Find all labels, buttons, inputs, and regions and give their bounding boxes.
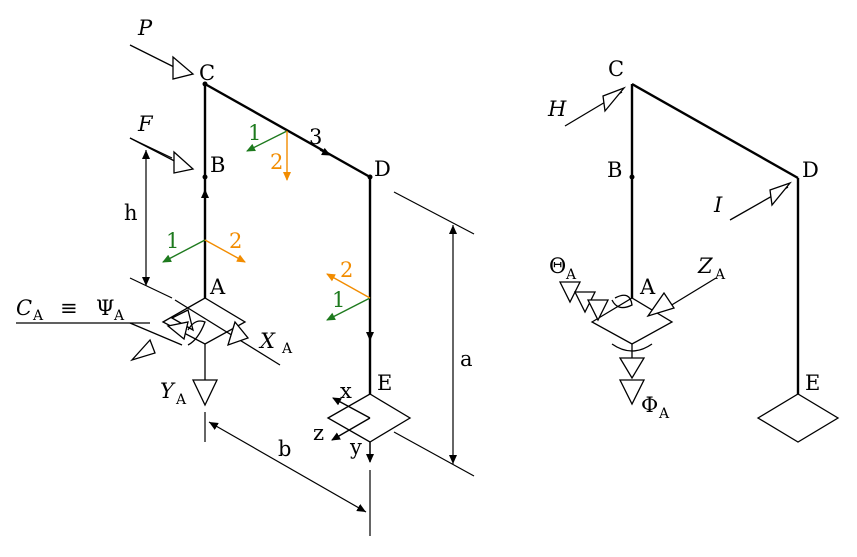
dimension-a [393,191,475,477]
point-label-e: E [805,371,820,395]
reaction-theta-subscript: A [565,267,577,283]
force-f-label: F [137,112,154,136]
moment-ca-subscript: A [32,308,44,324]
global-x-label: x [340,379,352,403]
equivalence-symbol: ≡ [60,296,78,320]
global-x-axis-arrow [332,397,371,419]
local-axes-column-ac: 1 2 [162,229,246,263]
member-direction-arrow [319,147,331,156]
reaction-i-label: I [713,193,723,217]
point-label-d: D [374,157,391,181]
force-f [129,137,195,174]
local-axis-1-label: 1 [248,121,261,145]
reaction-z-label: Z [697,254,713,278]
beam-cd [631,82,799,180]
reaction-xa-label: X [258,329,276,353]
global-axes: x z y [313,379,371,459]
local-axis-2-label: 2 [270,150,283,174]
local-axis-1-arrow [162,239,206,263]
reaction-h [564,86,627,127]
point-label-c: C [608,57,624,81]
frame-right [630,82,800,418]
reaction-i [729,181,792,221]
dimension-b-label: b [278,437,291,461]
point-label-d: D [802,158,819,182]
point-label-e: E [377,371,392,395]
moment-psi-subscript: A [113,308,125,324]
node-b [202,174,208,180]
member-label-3: 3 [309,125,322,149]
local-axis-1-label: 1 [166,229,179,253]
local-axes-beam: 1 2 [246,121,291,181]
reaction-ya-subscript: A [175,392,187,408]
reaction-phi-subscript: A [658,406,670,422]
global-z-label: z [313,421,324,445]
moment-psi-label: Ψ [96,296,114,320]
reaction-xa-subscript: A [281,341,293,357]
force-p-label: P [137,16,153,40]
point-label-a: A [209,275,226,299]
left-figure: P C F B 3 D 1 2 1 2 1 2 [16,16,475,536]
dimension-h [129,137,173,299]
dimension-b [204,412,371,536]
local-axis-2-arrow [326,273,371,299]
local-axis-1-arrow [246,130,288,152]
beam-cd [204,82,371,179]
local-axis-2-label: 2 [340,258,353,282]
local-axis-2-label: 2 [229,229,242,253]
local-axis-1-label: 1 [332,288,345,312]
point-label-c: C [199,61,215,85]
reaction-phi-label: Φ [641,393,658,417]
support-a-right [558,277,717,406]
reaction-ya-label: Y [160,379,176,403]
local-axes-column-de: 1 2 [326,258,371,321]
reaction-z-subscript: A [714,267,726,283]
dimension-h-label: h [124,201,138,225]
global-z-axis-arrow [331,417,371,441]
support-a [16,297,281,407]
right-figure: C B D A E H I Θ [547,57,840,443]
node-d [367,174,373,180]
local-axis-1-arrow [326,297,371,321]
node-c [202,81,208,87]
point-label-b: B [210,153,225,177]
reaction-theta-label: Θ [549,254,566,278]
reaction-h-label: H [547,97,567,121]
point-label-a: A [639,275,656,299]
point-label-b: B [607,158,622,182]
node-b [629,174,635,180]
dimension-a-label: a [460,347,473,371]
support-e-right [756,393,840,443]
global-y-label: y [349,435,362,459]
local-axis-2-arrow [204,239,246,263]
force-p [129,44,195,80]
moment-ca-label: C [16,296,32,320]
